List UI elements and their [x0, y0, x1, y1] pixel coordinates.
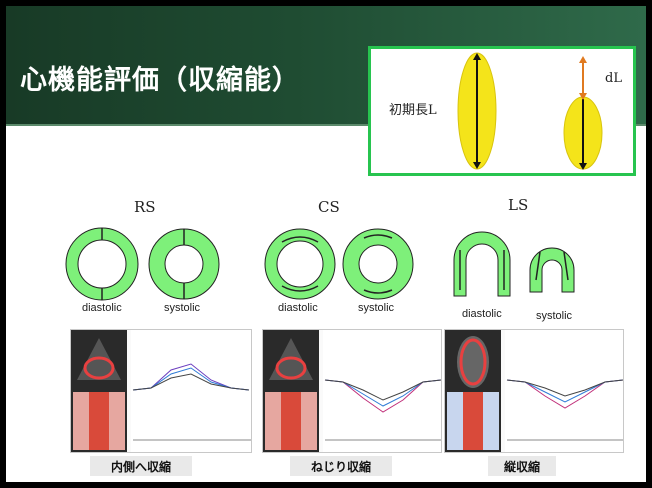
arrow-down-orange-icon: [579, 93, 587, 100]
arrow-down-icon: [473, 162, 481, 169]
caption-circumferential: ねじり収縮: [290, 456, 392, 476]
radial-strain-label: RS: [134, 198, 156, 216]
cs-diastolic-label: diastolic: [278, 302, 318, 314]
echo-panel-circumferential: [262, 329, 442, 453]
rs-systolic-label: systolic: [164, 302, 201, 314]
cs-diastolic-ring: [265, 229, 335, 299]
length-change-inset: 初期長L dL: [368, 46, 636, 176]
caption-radial: 内側へ収縮: [90, 456, 192, 476]
cs-systolic-label: systolic: [358, 302, 395, 314]
ls-diastolic-shape: [453, 231, 511, 297]
radial-strain-plot: [71, 330, 251, 452]
echo-panel-longitudinal: [444, 329, 624, 453]
arrow-down-icon: [579, 163, 587, 170]
rs-diastolic-label: diastolic: [82, 302, 122, 314]
caption-longitudinal: 縦収縮: [488, 456, 556, 476]
circumferential-strain-plot: [263, 330, 441, 452]
ls-systolic-shape: [529, 247, 575, 293]
circumferential-strain-label: CS: [318, 198, 340, 216]
longitudinal-strain-plot: [445, 330, 623, 452]
initial-length-label: 初期長L: [389, 103, 437, 118]
strain-ring-diagrams: [65, 227, 575, 301]
ls-systolic-label: systolic: [536, 310, 573, 322]
ellipse-diagram: [457, 52, 603, 170]
ls-diastolic-label: diastolic: [462, 308, 502, 320]
echo-panel-radial: [70, 329, 252, 453]
arrow-up-icon: [473, 53, 481, 60]
longitudinal-strain-label: LS: [508, 196, 529, 214]
slide: 心機能評価（収縮能） 初期長L dL RS CS LS: [6, 6, 646, 482]
header-divider: [6, 124, 646, 126]
page-title: 心機能評価（収縮能）: [20, 65, 300, 96]
arrow-up-orange-icon: [579, 56, 587, 63]
rs-diastolic-ring: [66, 228, 138, 300]
delta-length-label: dL: [605, 71, 622, 86]
cs-systolic-ring: [343, 229, 413, 299]
